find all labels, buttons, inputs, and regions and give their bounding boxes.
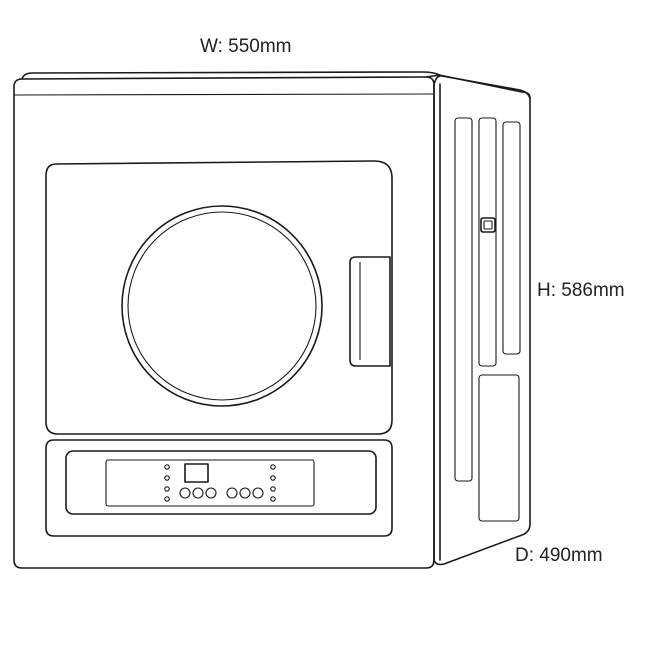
indicator-light	[164, 496, 170, 502]
front-face	[13, 76, 435, 569]
side-face	[433, 74, 531, 566]
indicator-light	[164, 486, 170, 492]
side-vent-3	[502, 121, 521, 355]
side-lower-panel	[478, 374, 520, 522]
indicator-light	[164, 464, 170, 470]
width-label: W: 550mm	[200, 36, 292, 57]
indicator-light	[164, 475, 170, 481]
control-button-3	[205, 487, 217, 499]
side-vent-2	[478, 117, 497, 367]
digital-display	[184, 463, 209, 483]
control-display-area	[105, 459, 315, 507]
door-handle	[349, 256, 391, 367]
control-button-6	[252, 487, 264, 499]
indicator-light	[270, 475, 276, 481]
door-panel	[45, 160, 393, 435]
indicator-light	[270, 486, 276, 492]
side-vent-1	[454, 117, 473, 482]
indicator-light	[270, 464, 276, 470]
side-switch-icon	[480, 217, 496, 233]
indicator-light	[270, 496, 276, 502]
door-glass	[121, 205, 323, 407]
control-panel	[45, 439, 393, 537]
depth-label: D: 490mm	[515, 545, 603, 566]
control-button-2	[192, 487, 204, 499]
control-button-1	[179, 487, 191, 499]
height-label: H: 586mm	[537, 280, 625, 301]
control-button-4	[226, 487, 238, 499]
control-button-5	[239, 487, 251, 499]
